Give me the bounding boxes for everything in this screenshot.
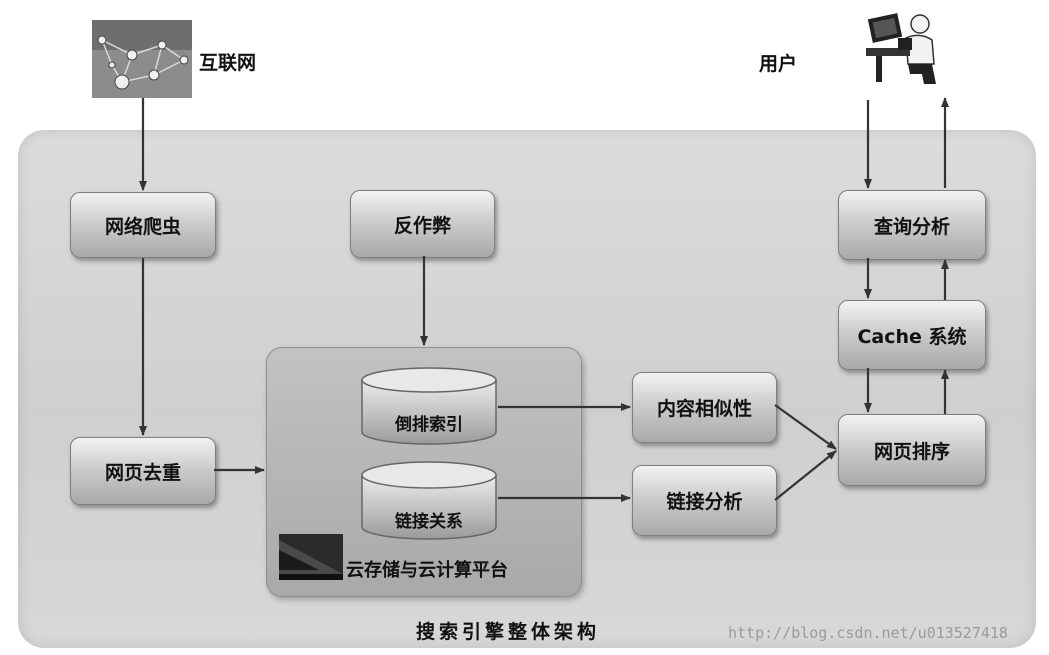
inverted-index-label: 倒排索引	[395, 415, 463, 435]
content-similarity-node: 内容相似性	[632, 372, 777, 443]
anti-spam-node: 反作弊	[350, 190, 495, 258]
link-relation-label: 链接关系	[395, 512, 463, 532]
arrow-analysis-to-ranking	[774, 450, 837, 501]
page-ranking-node: 网页排序	[838, 414, 986, 486]
web-crawler-node: 网络爬虫	[70, 192, 216, 258]
arrow-similarity-to-ranking	[774, 404, 837, 450]
diagram-caption: 搜索引擎整体架构	[416, 621, 601, 643]
user-at-computer-icon	[866, 13, 936, 84]
internet-network-icon	[92, 20, 192, 98]
internet-label: 互联网	[199, 52, 257, 74]
watermark-url: http://blog.csdn.net/u013527418	[728, 624, 1008, 642]
page-dedup-node: 网页去重	[70, 437, 216, 505]
link-relation-database: 链接关系	[360, 459, 498, 541]
user-label: 用户	[759, 53, 798, 75]
cache-system-node: Cache 系统	[838, 300, 986, 370]
inverted-index-database: 倒排索引	[360, 366, 498, 446]
cloud-platform-icon	[279, 534, 343, 580]
cloud-platform-label: 云存储与云计算平台	[346, 560, 508, 581]
query-analysis-node: 查询分析	[838, 190, 986, 260]
database-cylinder-icon	[361, 367, 497, 445]
link-analysis-node: 链接分析	[632, 465, 777, 536]
database-cylinder-icon	[361, 461, 497, 540]
